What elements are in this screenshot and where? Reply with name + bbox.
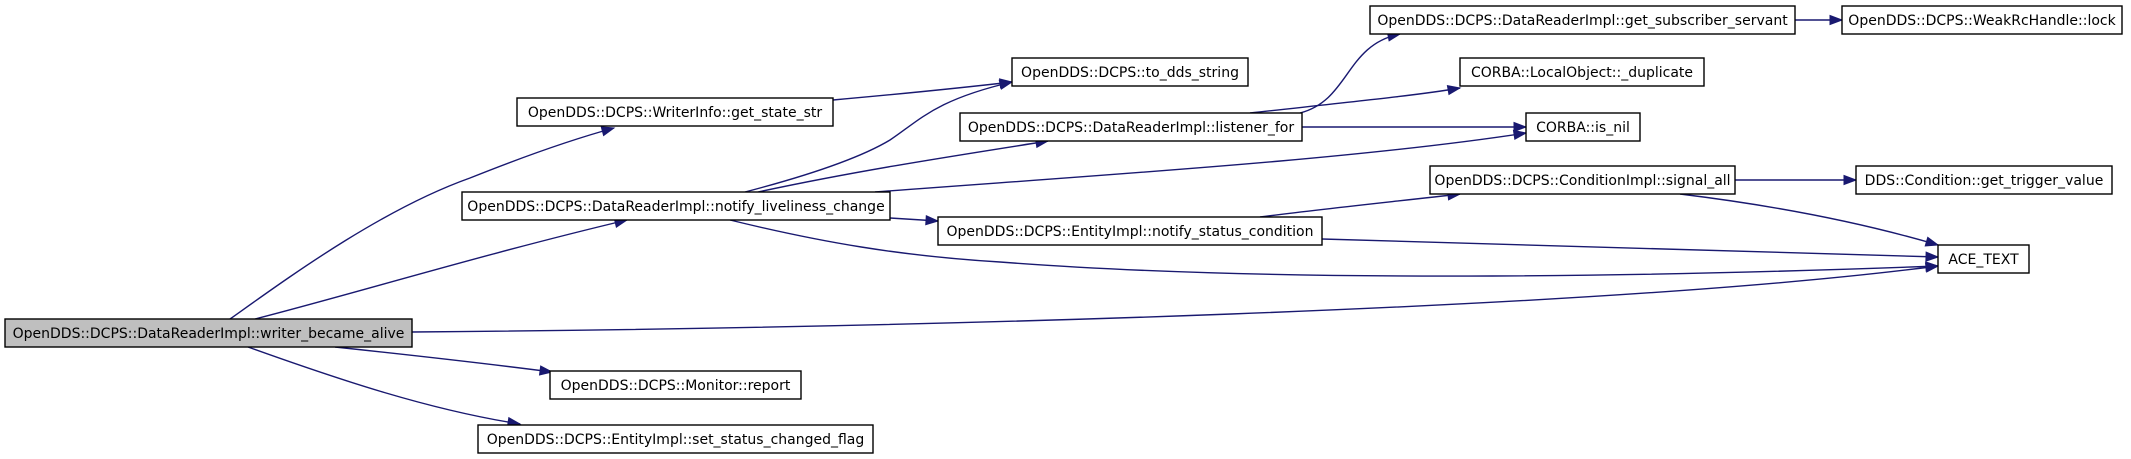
node-get-subscriber-servant[interactable]: OpenDDS::DCPS::DataReaderImpl::get_subsc… — [1369, 5, 1796, 35]
arrowhead-icon — [600, 126, 616, 137]
node-box — [516, 97, 834, 127]
node-box — [1841, 5, 2123, 35]
edge-writer_became_alive-to-notify_liveliness_change — [254, 217, 629, 320]
edge-line — [1679, 193, 1939, 246]
arrowhead-icon — [925, 215, 940, 226]
node-label: ACE_TEXT — [1948, 252, 2019, 268]
edge-listener_for-to-get_subscriber_servant — [1299, 31, 1402, 114]
node-box — [1937, 244, 2030, 274]
arrowhead-icon — [1512, 129, 1528, 141]
node-box — [1369, 5, 1796, 35]
edge-signal_all-to-ace_text — [1679, 193, 1940, 247]
edge-listener_for-to-local_duplicate — [1249, 85, 1462, 114]
node-box — [1429, 165, 1736, 195]
edge-line — [229, 127, 615, 320]
node-monitor-report[interactable]: OpenDDS::DCPS::Monitor::report — [549, 370, 802, 400]
node-box — [1011, 57, 1249, 87]
edge-signal_all-to-get_trigger_value — [1735, 174, 1858, 186]
edge-line — [832, 81, 1013, 101]
node-signal-all[interactable]: OpenDDS::DCPS::ConditionImpl::signal_all — [1429, 165, 1736, 195]
edge-line — [874, 132, 1527, 193]
node-local-duplicate[interactable]: CORBA::LocalObject::_duplicate — [1459, 57, 1705, 87]
edge-notify_status_condition-to-signal_all — [1259, 190, 1462, 218]
node-label: OpenDDS::DCPS::DataReaderImpl::writer_be… — [13, 326, 405, 342]
edge-listener_for-to-is_nil — [1302, 121, 1528, 133]
edge-notify_liveliness_change-to-notify_status_condition — [889, 215, 940, 226]
arrowhead-icon — [538, 365, 554, 376]
node-box — [477, 424, 874, 454]
arrowhead-icon — [1924, 236, 1940, 247]
node-label: OpenDDS::DCPS::DataReaderImpl::notify_li… — [467, 199, 884, 215]
node-box — [461, 191, 891, 221]
edge-line — [247, 346, 521, 425]
node-box — [937, 216, 1323, 246]
edges-layer — [229, 14, 1940, 428]
node-get-trigger-value[interactable]: DDS::Condition::get_trigger_value — [1855, 165, 2113, 195]
node-box — [1525, 112, 1641, 142]
node-label: OpenDDS::DCPS::DataReaderImpl::get_subsc… — [1377, 13, 1788, 29]
node-writer-became-alive: OpenDDS::DCPS::DataReaderImpl::writer_be… — [4, 318, 413, 348]
edge-line — [334, 346, 553, 373]
edge-writer_became_alive-to-monitor_report — [334, 346, 554, 376]
edge-notify_liveliness_change-to-ace_text — [729, 219, 1940, 277]
node-label: DDS::Condition::get_trigger_value — [1865, 173, 2104, 189]
node-box — [1855, 165, 2113, 195]
node-label: OpenDDS::DCPS::EntityImpl::set_status_ch… — [487, 432, 865, 448]
edge-line — [1259, 193, 1461, 218]
edge-notify_status_condition-to-ace_text — [1321, 238, 1940, 262]
node-label: OpenDDS::DCPS::ConditionImpl::signal_all — [1434, 173, 1730, 189]
node-label: CORBA::LocalObject::_duplicate — [1471, 65, 1693, 81]
arrowhead-icon — [1829, 14, 1844, 26]
node-label: OpenDDS::DCPS::WriterInfo::get_state_str — [528, 105, 822, 121]
nodes-layer: OpenDDS::DCPS::DataReaderImpl::writer_be… — [4, 5, 2123, 454]
arrowhead-icon — [1925, 251, 1940, 262]
node-notify-liveliness-change[interactable]: OpenDDS::DCPS::DataReaderImpl::notify_li… — [461, 191, 891, 221]
edge-line — [254, 219, 628, 320]
arrowhead-icon — [998, 79, 1014, 90]
node-label: CORBA::is_nil — [1536, 120, 1630, 136]
node-box — [549, 370, 802, 400]
edge-notify_liveliness_change-to-listener_for — [757, 137, 1050, 193]
node-weak-lock[interactable]: OpenDDS::DCPS::WeakRcHandle::lock — [1841, 5, 2123, 35]
edge-notify_liveliness_change-to-is_nil — [874, 129, 1528, 193]
node-label: OpenDDS::DCPS::DataReaderImpl::listener_… — [968, 120, 1294, 136]
arrowhead-icon — [1513, 121, 1528, 133]
arrowhead-icon — [1446, 85, 1462, 96]
node-ace-text[interactable]: ACE_TEXT — [1937, 244, 2030, 274]
node-label: OpenDDS::DCPS::EntityImpl::notify_status… — [947, 224, 1314, 240]
edge-line — [1249, 87, 1461, 114]
node-is-nil[interactable]: CORBA::is_nil — [1525, 112, 1641, 142]
node-box — [4, 318, 413, 348]
edge-writer_became_alive-to-set_status_changed_flag — [247, 346, 522, 428]
node-label: OpenDDS::DCPS::Monitor::report — [561, 378, 791, 394]
node-get-state-str[interactable]: OpenDDS::DCPS::WriterInfo::get_state_str — [516, 97, 834, 127]
node-listener-for[interactable]: OpenDDS::DCPS::DataReaderImpl::listener_… — [959, 112, 1303, 142]
edge-writer_became_alive-to-get_state_str — [229, 126, 616, 320]
node-to-dds-string[interactable]: OpenDDS::DCPS::to_dds_string — [1011, 57, 1249, 87]
arrowhead-icon — [1843, 174, 1858, 186]
node-label: OpenDDS::DCPS::WeakRcHandle::lock — [1848, 13, 2116, 29]
node-notify-status-condition[interactable]: OpenDDS::DCPS::EntityImpl::notify_status… — [937, 216, 1323, 246]
edge-line — [729, 219, 1939, 277]
edge-get_subscriber_servant-to-weak_lock — [1795, 14, 1844, 26]
node-label: OpenDDS::DCPS::to_dds_string — [1021, 65, 1239, 81]
node-set-status-changed-flag[interactable]: OpenDDS::DCPS::EntityImpl::set_status_ch… — [477, 424, 874, 454]
edge-line — [1321, 238, 1939, 258]
node-box — [959, 112, 1303, 142]
edge-line — [1299, 33, 1401, 114]
node-box — [1459, 57, 1705, 87]
edge-notify_liveliness_change-to-to_dds_string — [744, 79, 1014, 193]
edge-line — [411, 265, 1939, 333]
edge-line — [744, 81, 1013, 193]
edge-line — [757, 140, 1049, 193]
arrowhead-icon — [1925, 261, 1940, 272]
